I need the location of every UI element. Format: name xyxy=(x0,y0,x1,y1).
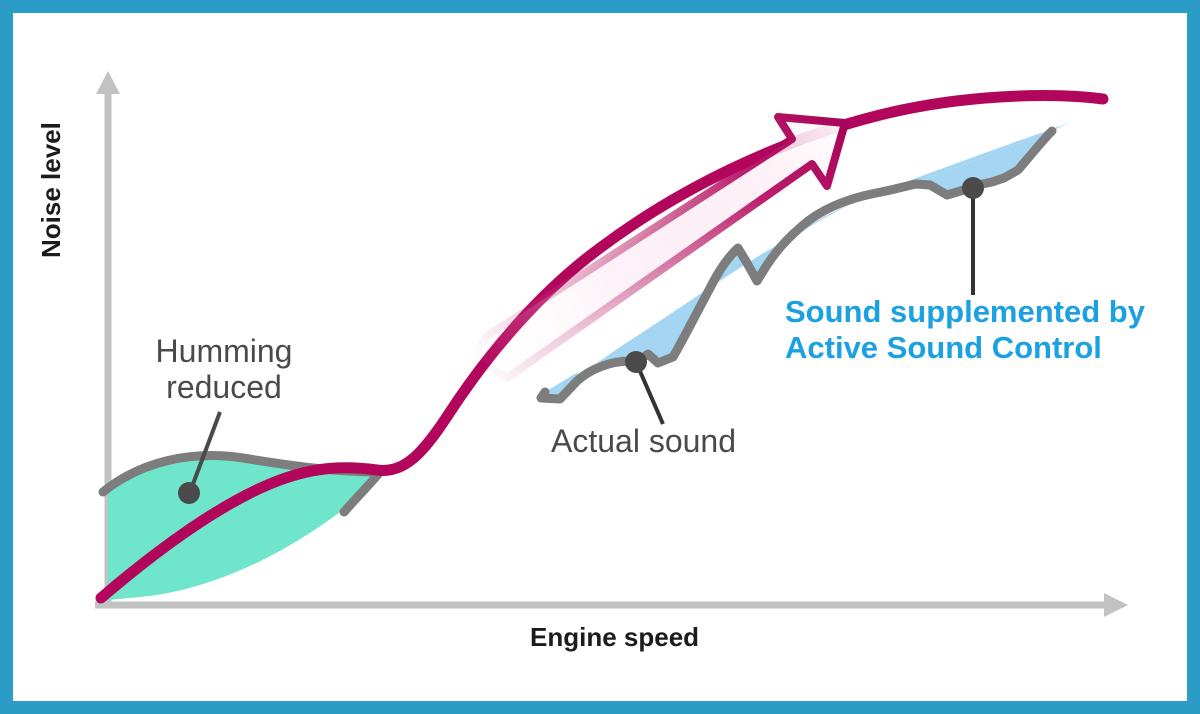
actual-sound-leader-dot xyxy=(625,351,647,373)
asc-fill-wedge-1 xyxy=(541,372,578,398)
humming-reduced-line-2: reduced xyxy=(166,368,282,405)
trend-arrow xyxy=(470,113,849,382)
actual-sound-callout: Actual sound xyxy=(551,423,737,459)
actual-sound-curve xyxy=(98,451,385,517)
humming-reduced-callout: Humming reduced xyxy=(142,333,306,406)
callout-leaders xyxy=(178,177,984,504)
asc-callout-line-1: Sound supplemented by xyxy=(785,294,1145,329)
asc-callout-line-2: Active Sound Control xyxy=(785,329,1102,365)
actual-sound-curve-right xyxy=(536,126,1057,404)
asc-leader-dot xyxy=(962,177,984,199)
actual-sound-leader-line xyxy=(634,361,665,425)
y-axis-title: Noise level xyxy=(36,122,66,258)
humming-reduced-line-1: Humming xyxy=(155,333,293,369)
y-axis-arrowhead xyxy=(96,71,120,94)
x-axis-title: Engine speed xyxy=(530,622,700,652)
trend-arrow-shape xyxy=(470,113,849,382)
active-sound-control-callout: Sound supplemented by Active Sound Contr… xyxy=(785,294,1145,366)
humming-leader-dot xyxy=(178,482,200,504)
humming-reduced-fill xyxy=(108,457,378,600)
humming-leader-line xyxy=(188,411,222,493)
asc-fill-lobe-2 xyxy=(586,237,793,371)
x-axis-arrowhead xyxy=(1104,593,1128,617)
